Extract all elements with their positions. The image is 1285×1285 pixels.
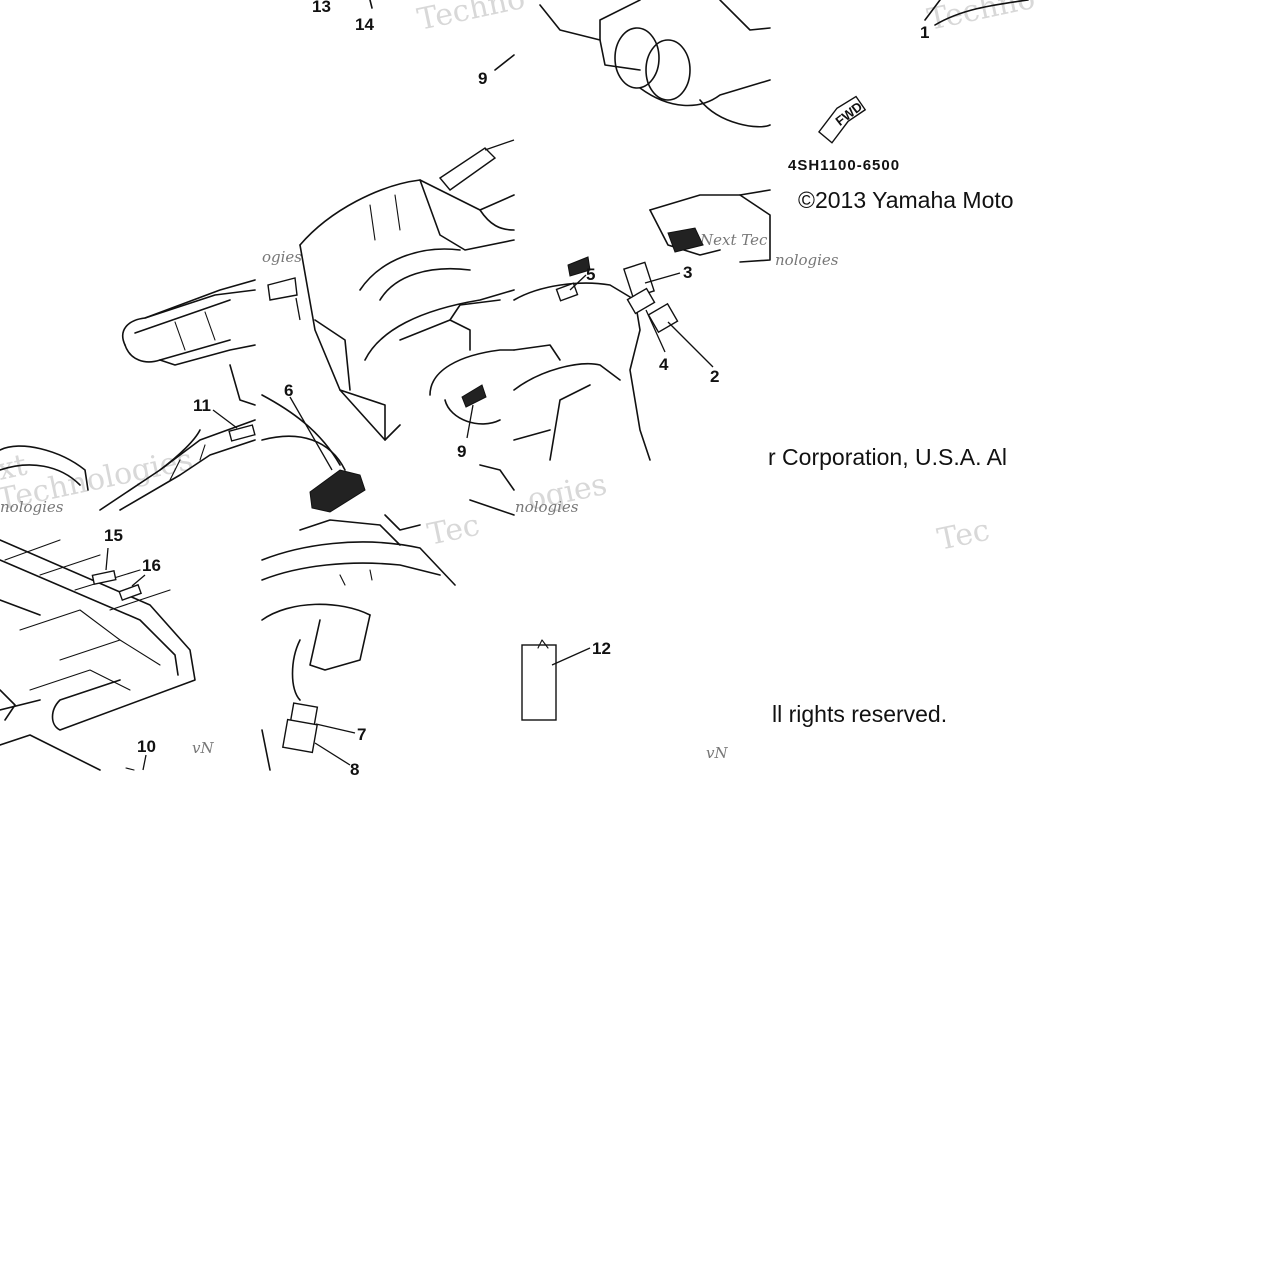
- callout-16: 16: [142, 556, 161, 575]
- decals-7-8: [281, 702, 356, 766]
- callout-9-upper: 9: [478, 69, 487, 88]
- front-rack: [121, 279, 256, 366]
- watermark-text: Techno: [414, 0, 528, 38]
- callout-1: 1: [920, 23, 929, 42]
- callout-7: 7: [357, 725, 366, 744]
- decals-15-16: [91, 547, 146, 602]
- front-fender-right-fragment: [924, 0, 1029, 26]
- watermark-text: Tec: [424, 508, 482, 553]
- callout-11: 11: [193, 396, 211, 415]
- decal-12-tag: [521, 639, 591, 721]
- watermark-text: nologies: [515, 498, 579, 516]
- decal-9-lower: [461, 384, 487, 439]
- callout-8: 8: [350, 760, 359, 779]
- callout-5: 5: [586, 265, 595, 284]
- callout-13: 13: [312, 0, 331, 16]
- watermark-text: Next Tec: [699, 231, 768, 249]
- decal-11: [212, 409, 256, 442]
- callout-10: 10: [137, 737, 156, 756]
- left-edge-fragments: [0, 0, 515, 721]
- watermark-layer: Techno Techno Tec Tec ogies Technologies…: [0, 0, 1038, 762]
- callout-3: 3: [683, 263, 692, 282]
- decal-6: [261, 394, 366, 513]
- decal-rack-top: [267, 277, 301, 321]
- front-fender-top: [539, 0, 771, 128]
- front-fender-left: [0, 364, 256, 511]
- callout-15: 15: [104, 526, 123, 545]
- watermark-text: nologies: [0, 498, 64, 516]
- watermark-text: xt: [0, 448, 30, 488]
- decal-5: [555, 256, 591, 302]
- watermark-text: Tec: [934, 513, 992, 558]
- watermark-text: vN: [706, 744, 728, 762]
- watermark-text: Techno: [924, 0, 1038, 38]
- watermark-text: nologies: [775, 251, 839, 269]
- diagram-part-number: 4SH1100-6500: [788, 157, 900, 174]
- body-center: [299, 179, 515, 441]
- copyright-line-2: r Corporation, U.S.A. Al: [768, 444, 1007, 470]
- rear-rack: [0, 539, 196, 771]
- fwd-arrow-icon: FWD: [817, 95, 867, 144]
- callout-2: 2: [710, 367, 719, 386]
- watermark-text: ogies: [262, 248, 302, 266]
- warning-decals-2-3-4: [623, 261, 714, 368]
- decal-9-upper: [438, 139, 515, 191]
- decal-10: [125, 754, 147, 771]
- callout-4: 4: [659, 355, 669, 374]
- callout-12: 12: [592, 639, 611, 658]
- copyright-line-1: ©2013 Yamaha Moto: [798, 187, 1014, 213]
- callout-14: 14: [355, 15, 374, 34]
- callout-9-lower: 9: [457, 442, 466, 461]
- copyright-line-3: ll rights reserved.: [772, 701, 947, 727]
- rear-fender: [261, 514, 456, 771]
- callout-6: 6: [284, 381, 293, 400]
- headlight-cover: [649, 189, 771, 263]
- callout-labels: 1 2 3 4 5 6 7 8 9 9 10 11 12 13 14 15 16: [104, 0, 929, 779]
- body-right: [469, 282, 651, 516]
- watermark-text: vN: [192, 739, 214, 757]
